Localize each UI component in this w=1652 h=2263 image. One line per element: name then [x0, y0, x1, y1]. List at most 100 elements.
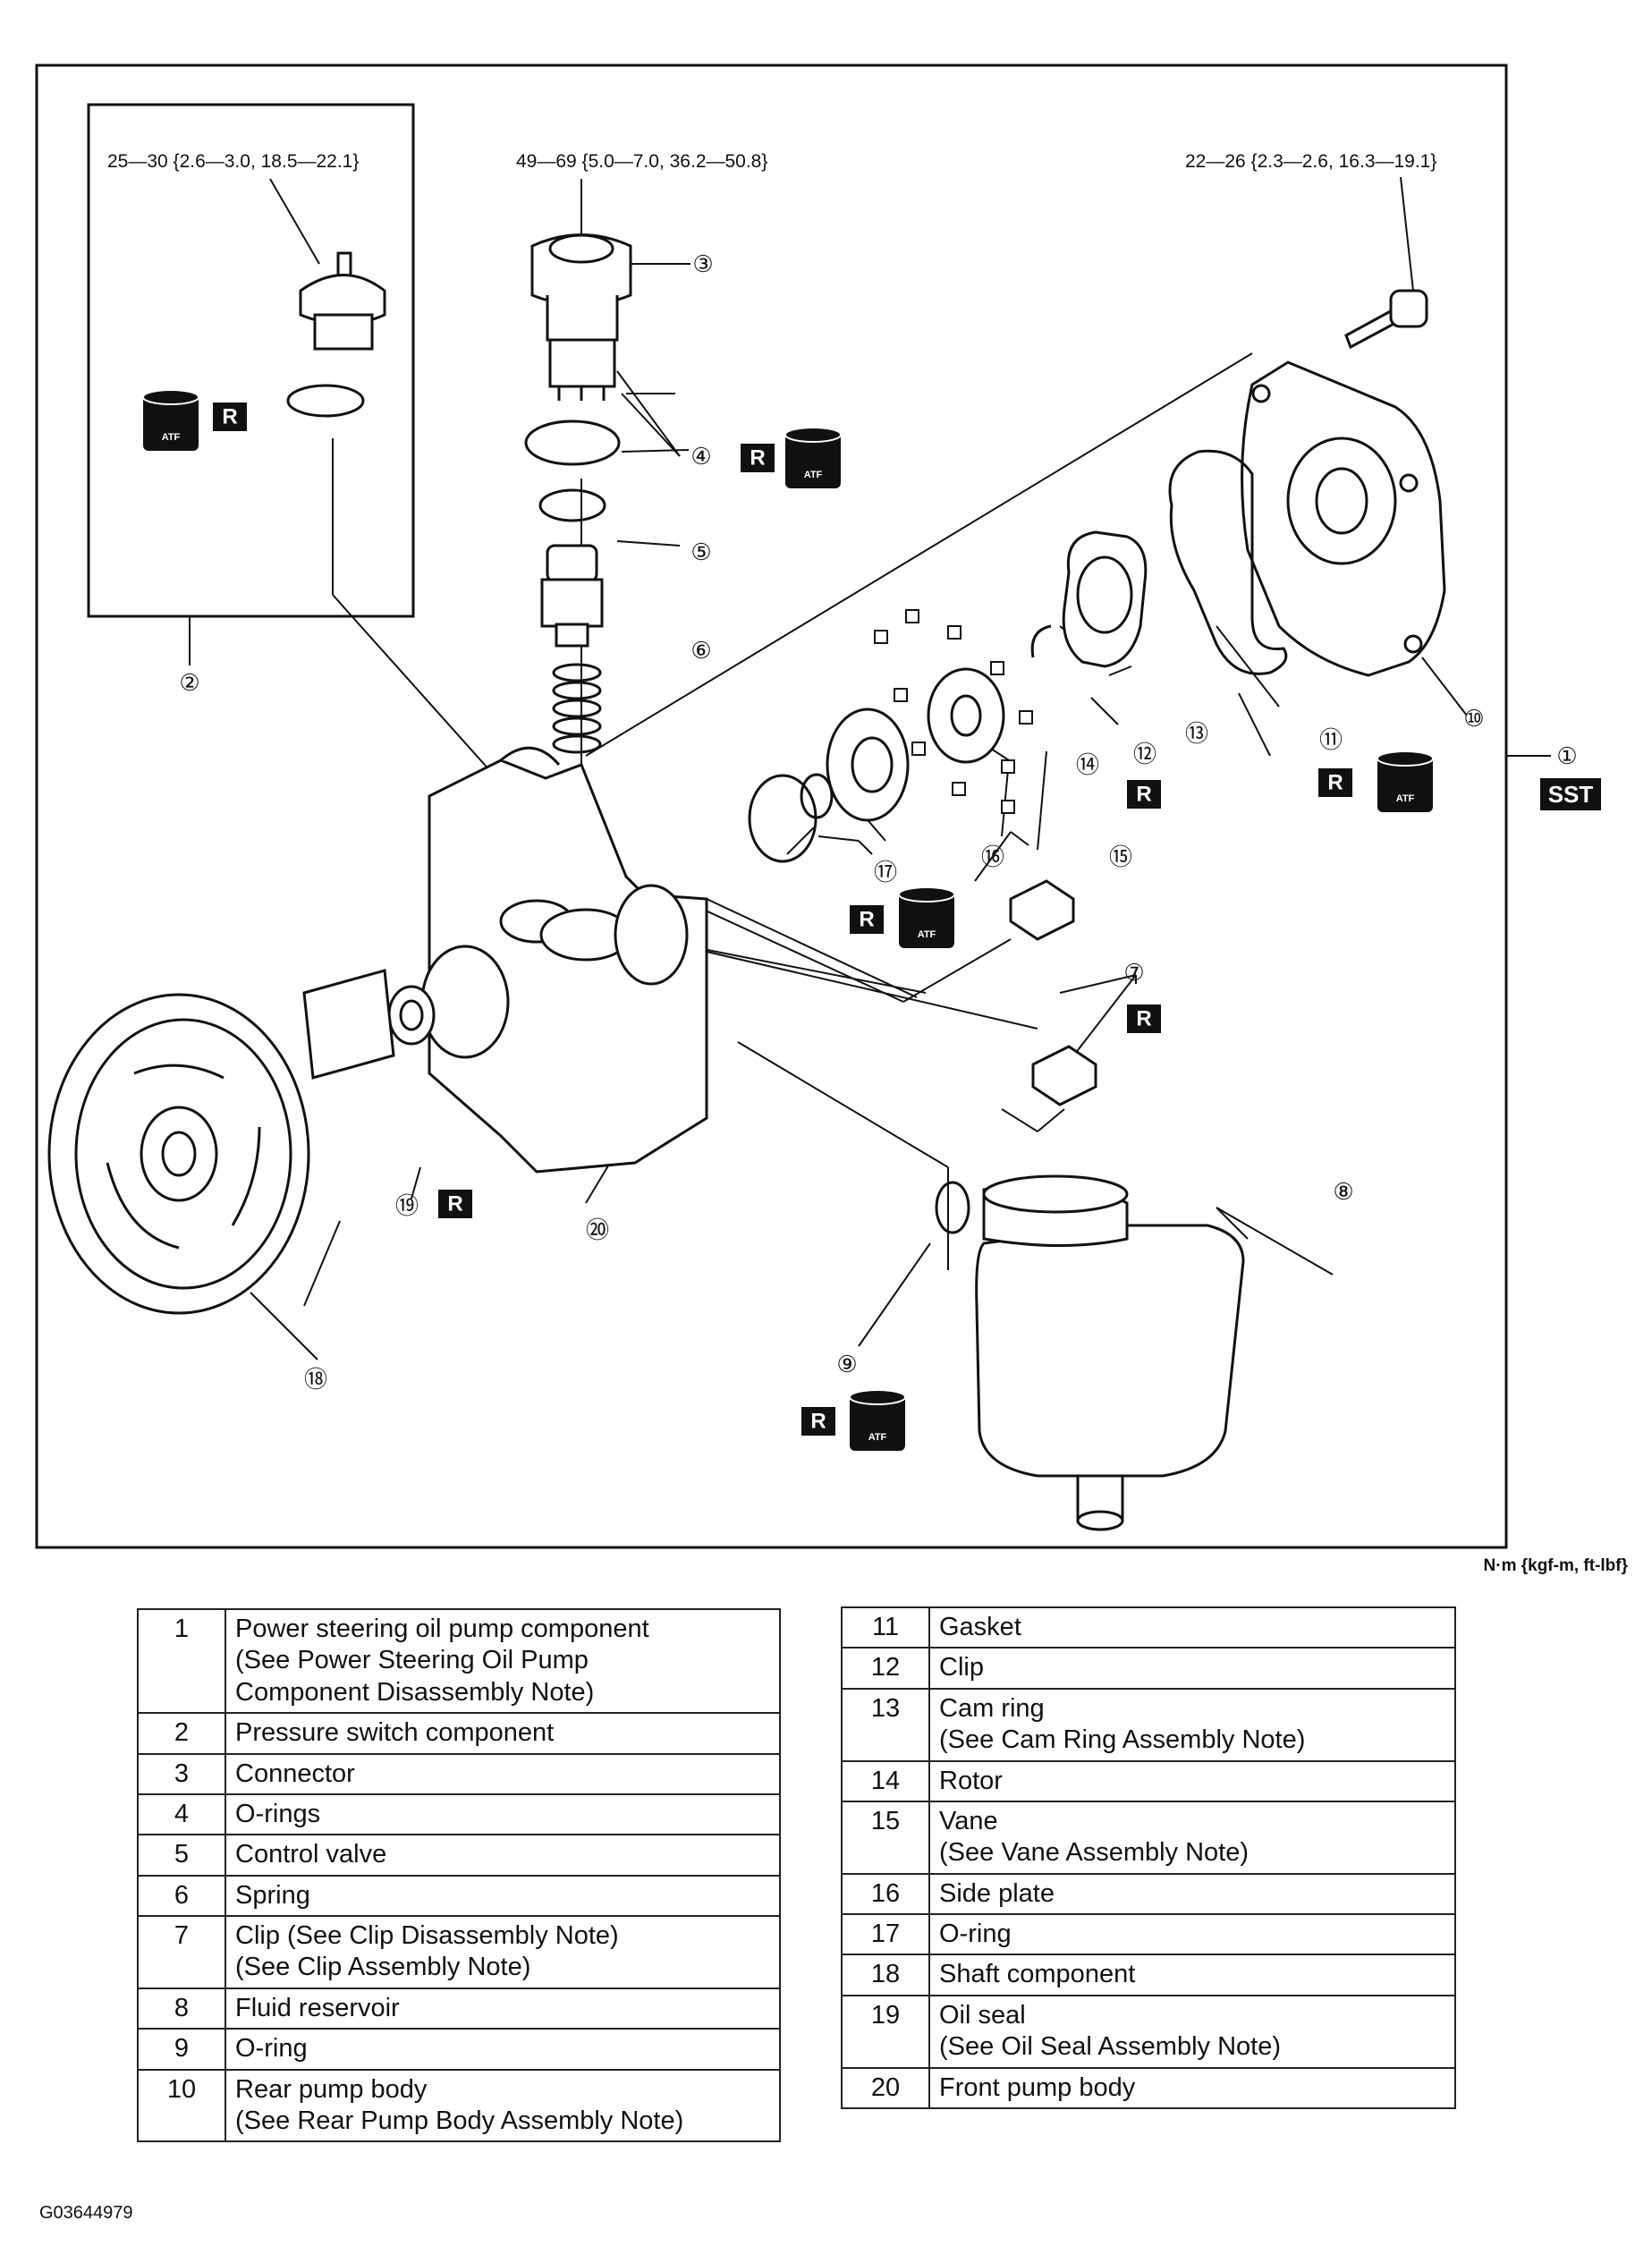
part-number: 9: [137, 2028, 226, 2071]
part-description: Rear pump body(See Rear Pump Body Assemb…: [225, 2068, 781, 2143]
atf-can-icon: ATF: [849, 1389, 906, 1451]
part-description: Clip: [928, 1647, 1456, 1690]
replace-tag: R: [1127, 1004, 1161, 1033]
part-number: 13: [841, 1687, 930, 1762]
replace-tag: R: [213, 403, 247, 431]
part-description-line: (See Rear Pump Body Assembly Note): [235, 2106, 684, 2135]
front-pump-body-part: [420, 746, 708, 1174]
svg-text:ATF: ATF: [918, 929, 936, 940]
part-description: Clip (See Clip Disassembly Note)(See Cli…: [225, 1915, 781, 1989]
part-number: 11: [841, 1606, 930, 1649]
side-plate-part: [826, 708, 910, 822]
callout-4: ④: [690, 443, 711, 470]
part-description-line: Rear pump body: [235, 2074, 428, 2104]
part-description-line: Gasket: [939, 1613, 1021, 1641]
part-description: Rotor: [928, 1759, 1456, 1802]
part-number: 1: [137, 1607, 226, 1715]
callout-18: ⑱: [304, 1366, 327, 1393]
sst-tag: SST: [1540, 778, 1601, 810]
part-description-line: Power steering oil pump component: [235, 1615, 649, 1643]
bolt-part: [1344, 289, 1428, 350]
part-description: O-rings: [225, 1793, 781, 1836]
part-description: Oil seal(See Oil Seal Assembly Note): [928, 1994, 1456, 2069]
svg-text:R: R: [447, 1192, 462, 1216]
pressure-switch-part: [286, 251, 386, 418]
diagram-frame: [35, 64, 1508, 1549]
part-description-line: Shaft component: [939, 1960, 1136, 1989]
atf-can-icon: ATF: [784, 427, 842, 488]
part-description: Fluid reservoir: [225, 1987, 781, 2030]
clip-parts: [1009, 879, 1097, 1106]
part-description-line: Component Disassembly Note): [235, 1677, 595, 1707]
torque-pressure-switch: 25—30 {2.6—3.0, 18.5—22.1}: [107, 151, 359, 172]
replace-tag: R: [741, 444, 775, 472]
parts-row: 11 Gasket: [841, 1606, 1456, 1649]
callout-20: ⑳: [586, 1216, 609, 1243]
part-description: Side plate: [928, 1872, 1456, 1916]
part-description-line: Side plate: [939, 1878, 1055, 1908]
o-ring-lower: [538, 488, 606, 522]
callouts: ① ② ③ ④ ⑤ ⑥ ⑦ ⑧ ⑨ ⑩ ⑪ ⑫ ⑬ ⑭ ⑮ ⑯ ⑰ ⑱ ⑲ ⑳: [179, 250, 1577, 1393]
callout-13: ⑬: [1185, 720, 1208, 747]
callout-7: ⑦: [1123, 959, 1144, 986]
part-number: 19: [841, 1994, 930, 2069]
atf-can-icon: ATF: [1377, 750, 1434, 812]
exploded-diagram: 25—30 {2.6—3.0, 18.5—22.1} 49—69 {5.0—7.…: [35, 64, 1601, 1549]
part-description-line: Clip: [939, 1653, 984, 1682]
figure-id: G03644979: [39, 2203, 133, 2223]
units-note: N·m {kgf-m, ft-lbf}: [1483, 1556, 1628, 1575]
svg-text:R: R: [1136, 1007, 1151, 1031]
svg-text:ATF: ATF: [804, 470, 823, 480]
part-description: Control valve: [225, 1834, 781, 1877]
callout-5: ⑤: [690, 538, 711, 565]
callout-12: ⑫: [1133, 741, 1156, 767]
svg-text:R: R: [1327, 771, 1343, 795]
callout-6: ⑥: [690, 637, 711, 664]
part-description-line: (See Cam Ring Assembly Note): [939, 1725, 1306, 1755]
rear-pump-body-part: [1241, 360, 1446, 677]
callout-10: ⑩: [1463, 705, 1484, 732]
part-number: 10: [137, 2068, 226, 2143]
part-description: Cam ring(See Cam Ring Assembly Note): [928, 1687, 1456, 1762]
rotor-part: [927, 667, 1005, 764]
replace-tag: R: [1127, 780, 1161, 809]
callout-8: ⑧: [1333, 1178, 1353, 1205]
svg-text:ATF: ATF: [868, 1432, 887, 1443]
callout-9: ⑨: [836, 1351, 857, 1377]
svg-text:SST: SST: [1548, 781, 1594, 808]
part-description-line: (See Vane Assembly Note): [939, 1838, 1250, 1868]
torque-connector: 49—69 {5.0—7.0, 36.2—50.8}: [516, 151, 767, 172]
callout-16: ⑯: [981, 843, 1004, 870]
atf-can-icon: ATF: [898, 886, 955, 948]
svg-text:R: R: [750, 446, 765, 470]
part-description: Shaft component: [928, 1954, 1456, 1996]
callout-14: ⑭: [1076, 751, 1099, 778]
part-description-line: O-ring: [235, 2034, 308, 2064]
callout-19: ⑲: [395, 1192, 419, 1219]
connector-part: [530, 233, 632, 401]
svg-text:R: R: [1136, 783, 1151, 807]
svg-text:R: R: [222, 405, 237, 429]
shaft-pulley-part: [47, 969, 395, 1315]
svg-text:ATF: ATF: [1396, 793, 1415, 804]
part-description-line: Connector: [235, 1759, 355, 1788]
oil-seal-part: [387, 985, 436, 1046]
part-number: 16: [841, 1872, 930, 1916]
fluid-reservoir-part: [975, 1174, 1245, 1531]
gasket-part: [1168, 449, 1288, 675]
